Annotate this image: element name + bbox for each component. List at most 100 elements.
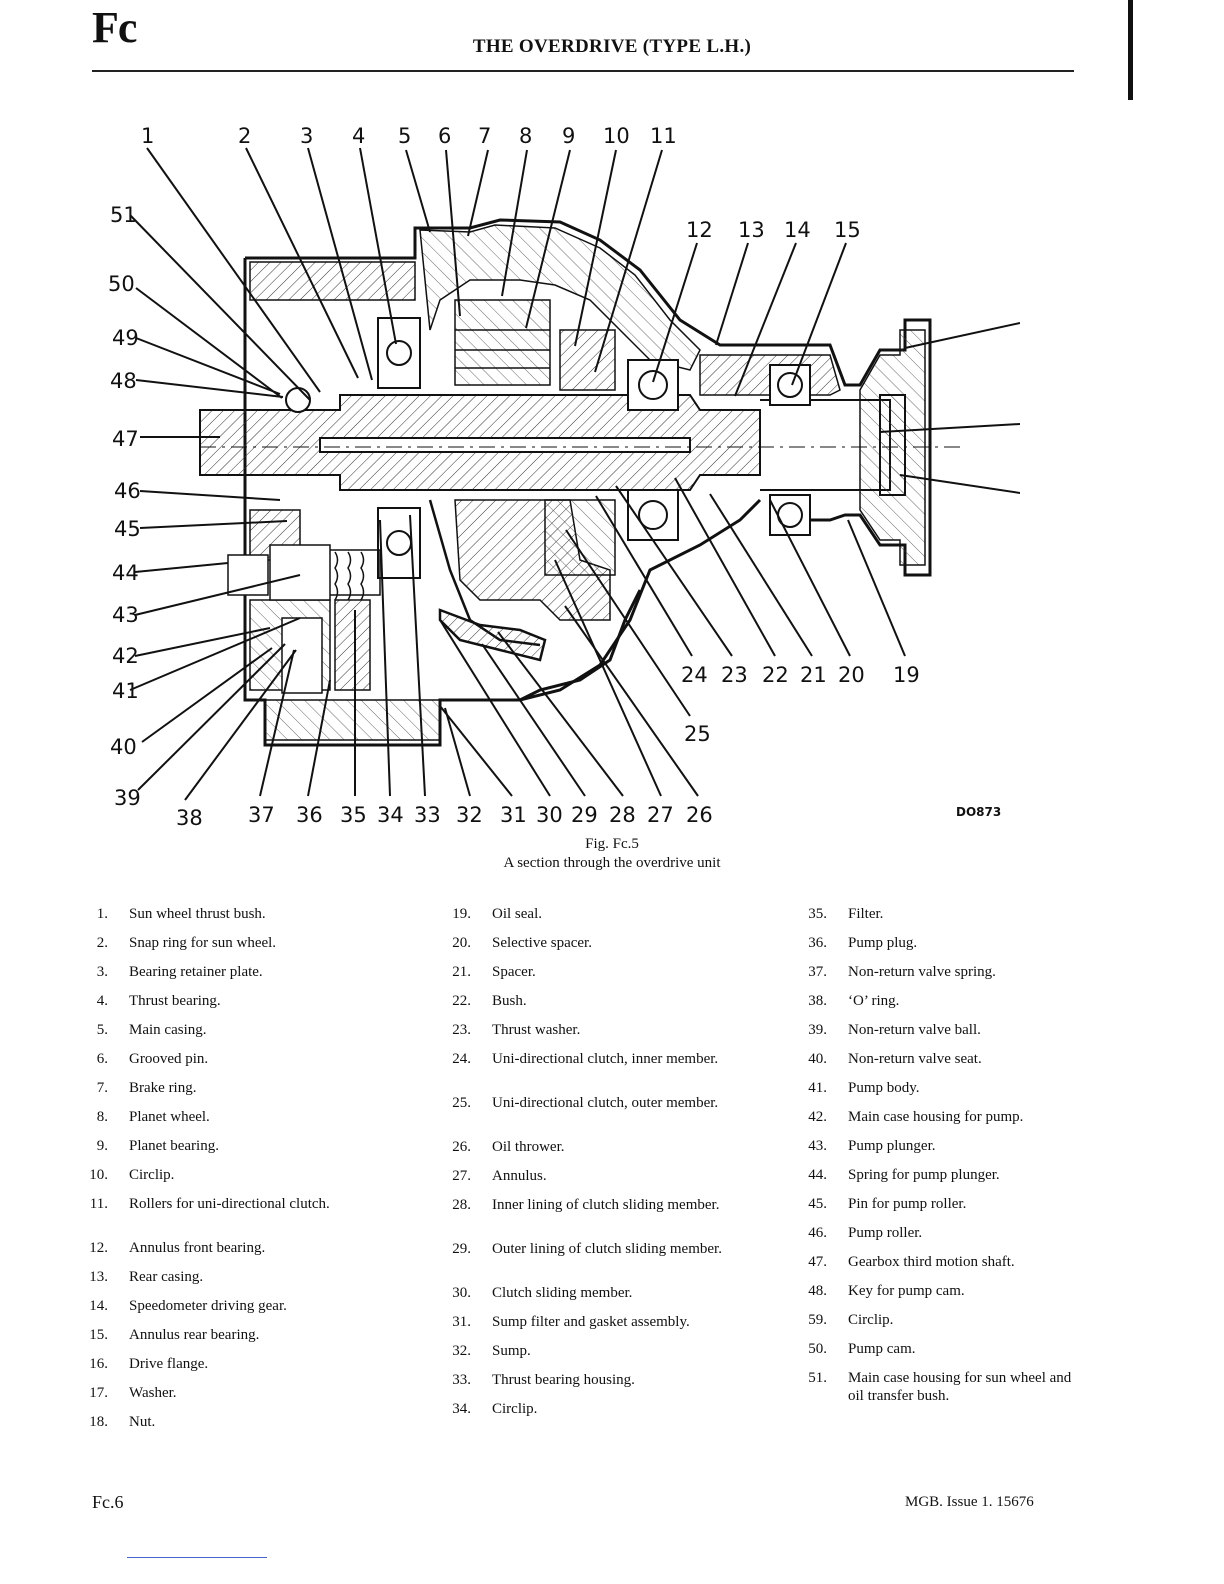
legend-item-number: 46. [808, 1225, 827, 1241]
legend-item-text: Thrust bearing. [129, 993, 221, 1009]
legend-item-text: Sump filter and gasket assembly. [492, 1314, 690, 1330]
legend-item-number: 25. [452, 1095, 471, 1111]
legend-item-number: 27. [452, 1168, 471, 1184]
legend-item-number: 45. [808, 1196, 827, 1212]
callout-8: 8 [519, 124, 532, 148]
callout-6: 6 [438, 124, 451, 148]
callout-23: 23 [721, 663, 748, 687]
legend-item-text: Clutch sliding member. [492, 1285, 633, 1301]
legend-item-number: 17. [89, 1385, 108, 1401]
legend-item-number: 18. [89, 1414, 108, 1430]
legend-item-text: Non-return valve seat. [848, 1051, 982, 1067]
legend-item-text: Spring for pump plunger. [848, 1167, 1000, 1183]
legend-item-text: Outer lining of clutch sliding member. [492, 1241, 722, 1257]
legend-item-text: Sun wheel thrust bush. [129, 906, 266, 922]
legend-item-number: 16. [89, 1356, 108, 1372]
legend-item-number: 15. [89, 1327, 108, 1343]
callout-33: 33 [414, 803, 441, 827]
legend-item-number: 38. [808, 993, 827, 1009]
legend-item-number: 22. [452, 993, 471, 1009]
legend-item-number: 9. [96, 1138, 108, 1154]
legend-item-text: Key for pump cam. [848, 1283, 965, 1299]
callout-26: 26 [686, 803, 713, 827]
legend-item-number: 13. [89, 1269, 108, 1285]
legend-item-number: 14. [89, 1298, 108, 1314]
legend-item-text: Annulus. [492, 1168, 547, 1184]
legend-item-number: 29. [452, 1241, 471, 1257]
callout-1: 1 [141, 124, 154, 148]
legend-item-number: 59. [808, 1312, 827, 1328]
callout-50: 50 [108, 272, 135, 296]
legend-item-text: Thrust bearing housing. [492, 1372, 635, 1388]
legend-item-text: Filter. [848, 906, 884, 922]
callout-13: 13 [738, 218, 765, 242]
legend-item-number: 7. [96, 1080, 108, 1096]
legend-item-number: 3. [96, 964, 108, 980]
callout-20: 20 [838, 663, 865, 687]
footer-rule [127, 1557, 267, 1558]
legend-item-text: Circlip. [492, 1401, 538, 1417]
legend-item-number: 48. [808, 1283, 827, 1299]
issue-info: MGB. Issue 1. 15676 [905, 1494, 1034, 1510]
legend-item-number: 37. [808, 964, 827, 980]
legend-item-number: 35. [808, 906, 827, 922]
callout-44: 44 [112, 561, 139, 585]
legend-item-number: 50. [808, 1341, 827, 1357]
callout-21: 21 [800, 663, 827, 687]
legend-item-text: Brake ring. [129, 1080, 197, 1096]
planet-gear-pack [454, 299, 616, 576]
callout-46: 46 [114, 479, 141, 503]
callout-3: 3 [300, 124, 313, 148]
legend-item-text: Main case housing for sun wheel and oil … [848, 1370, 1072, 1404]
callout-29: 29 [571, 803, 598, 827]
legend-item-number: 41. [808, 1080, 827, 1096]
legend-item-number: 51. [808, 1370, 827, 1386]
legend-item-text: Pin for pump roller. [848, 1196, 967, 1212]
figure-ref: Fig. Fc.5 [585, 836, 639, 852]
legend-item-text: Nut. [129, 1414, 156, 1430]
legend-item-text: Gearbox third motion shaft. [848, 1254, 1015, 1270]
legend-item-text: Annulus front bearing. [129, 1240, 266, 1256]
legend-item-text: Uni-directional clutch, inner member. [492, 1051, 719, 1067]
callout-27: 27 [647, 803, 674, 827]
page-number: Fc.6 [92, 1492, 124, 1512]
callout-12: 12 [686, 218, 713, 242]
callout-2: 2 [238, 124, 251, 148]
callout-34: 34 [377, 803, 404, 827]
legend-item-number: 40. [808, 1051, 827, 1067]
page-title: THE OVERDRIVE (TYPE L.H.) [472, 36, 752, 57]
legend-item-number: 20. [452, 935, 471, 951]
legend-item-text: Pump plunger. [848, 1138, 936, 1154]
callout-41: 41 [112, 679, 139, 703]
legend-item-text: Drive flange. [129, 1356, 209, 1372]
legend-item-text: Uni-directional clutch, outer member. [492, 1095, 719, 1111]
legend-item-number: 31. [452, 1314, 471, 1330]
legend-item-text: Pump cam. [848, 1341, 916, 1357]
legend-item-text: Pump body. [848, 1080, 920, 1096]
legend-item-number: 33. [452, 1372, 471, 1388]
callout-19: 19 [893, 663, 920, 687]
legend-item-number: 23. [452, 1022, 471, 1038]
legend-item-text: Rollers for uni-directional clutch. [129, 1196, 330, 1212]
callout-36: 36 [296, 803, 323, 827]
callout-49: 49 [112, 326, 139, 350]
callout-22: 22 [762, 663, 789, 687]
callout-47: 47 [112, 427, 139, 451]
legend-item-text: Spacer. [492, 964, 536, 980]
callout-9: 9 [562, 124, 575, 148]
legend-item-number: 34. [452, 1401, 471, 1417]
legend-item-number: 28. [452, 1197, 471, 1213]
legend-item-number: 6. [96, 1051, 108, 1067]
legend-item-text: Sump. [492, 1343, 531, 1359]
drawing-code: DO873 [956, 805, 1002, 819]
legend-item-number: 44. [808, 1167, 827, 1183]
legend-item-number: 36. [808, 935, 827, 951]
legend-item-text: Main case housing for pump. [848, 1109, 1024, 1125]
bearings [285, 317, 811, 579]
legend-item-text: Snap ring for sun wheel. [129, 935, 277, 951]
callout-40: 40 [110, 735, 137, 759]
overdrive-section-diagram: 1 2 3 4 5 6 7 8 9 10 11 12 13 14 15 16 1… [108, 124, 1020, 830]
legend-item-text: Oil thrower. [492, 1139, 565, 1155]
legend-item-number: 32. [452, 1343, 471, 1359]
callout-10: 10 [603, 124, 630, 148]
